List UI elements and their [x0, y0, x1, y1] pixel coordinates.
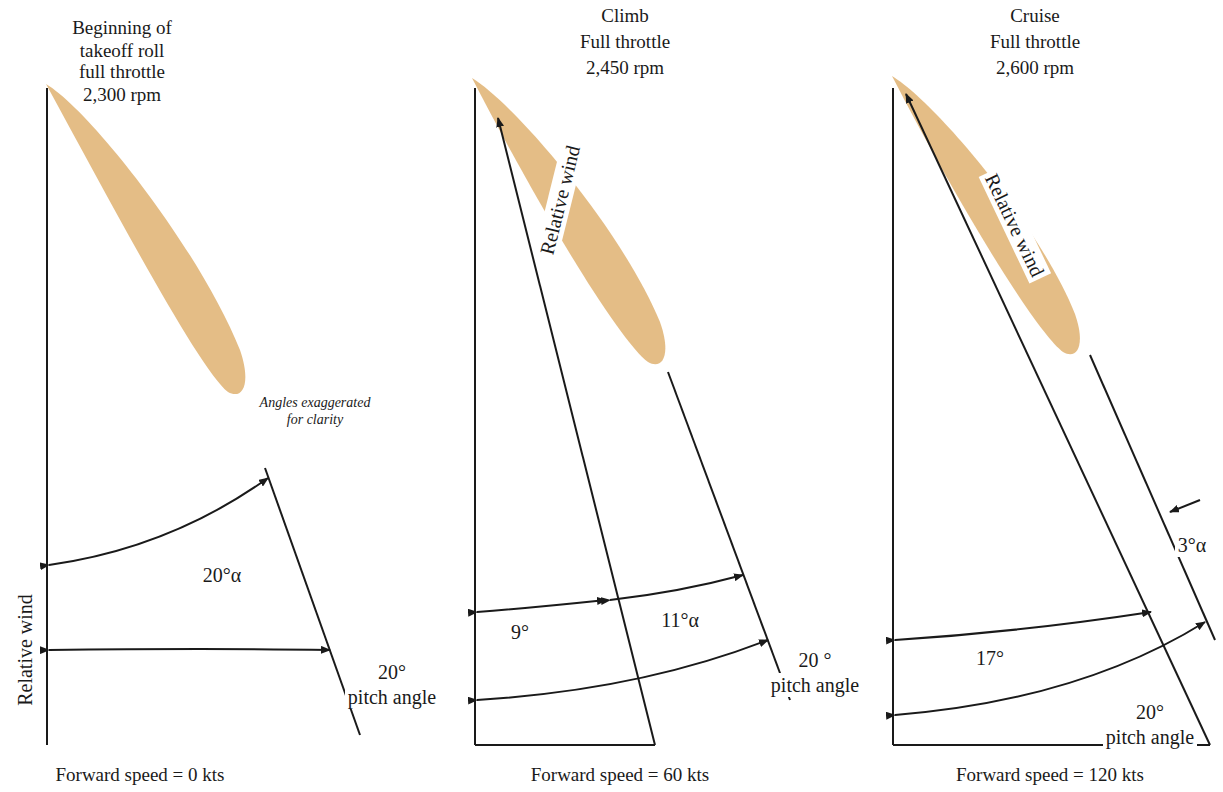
angle-label: 3°α: [1175, 533, 1209, 557]
speed-label: Forward speed = 120 kts: [953, 764, 1147, 787]
throttle-setting: Full throttle: [577, 31, 673, 54]
angle-label: pitch angle: [768, 673, 862, 697]
angle-label: 9°: [508, 620, 532, 644]
angle-label: 20°: [1133, 700, 1167, 724]
speed-label: Forward speed = 60 kts: [528, 764, 713, 787]
angle-label: pitch angle: [345, 685, 439, 709]
angle-label: 17°: [973, 646, 1007, 670]
vector-lines: [47, 88, 1215, 745]
rpm-value: 2,450 rpm: [583, 57, 667, 80]
panel-heading: Beginning of takeoff roll: [44, 17, 200, 63]
angle-label: 11°α: [658, 608, 702, 632]
vector-label: Relative wind: [13, 591, 37, 709]
rpm-value: 2,600 rpm: [993, 57, 1077, 80]
speed-label: Forward speed = 0 kts: [52, 764, 227, 787]
angle-label: 20°α: [200, 563, 244, 587]
angle-label: 20°: [375, 660, 409, 684]
rpm-value: 2,300 rpm: [80, 84, 164, 107]
angle-label: 20 °: [796, 648, 835, 672]
throttle-setting: full throttle: [76, 61, 168, 84]
note: Angles exaggerated for clarity: [252, 395, 378, 429]
throttle-setting: Full throttle: [987, 31, 1083, 54]
angle-label: pitch angle: [1103, 725, 1197, 749]
panel-heading: Cruise: [1007, 5, 1063, 28]
blade-sections: [46, 76, 1080, 394]
panel-heading: Climb: [598, 5, 652, 28]
